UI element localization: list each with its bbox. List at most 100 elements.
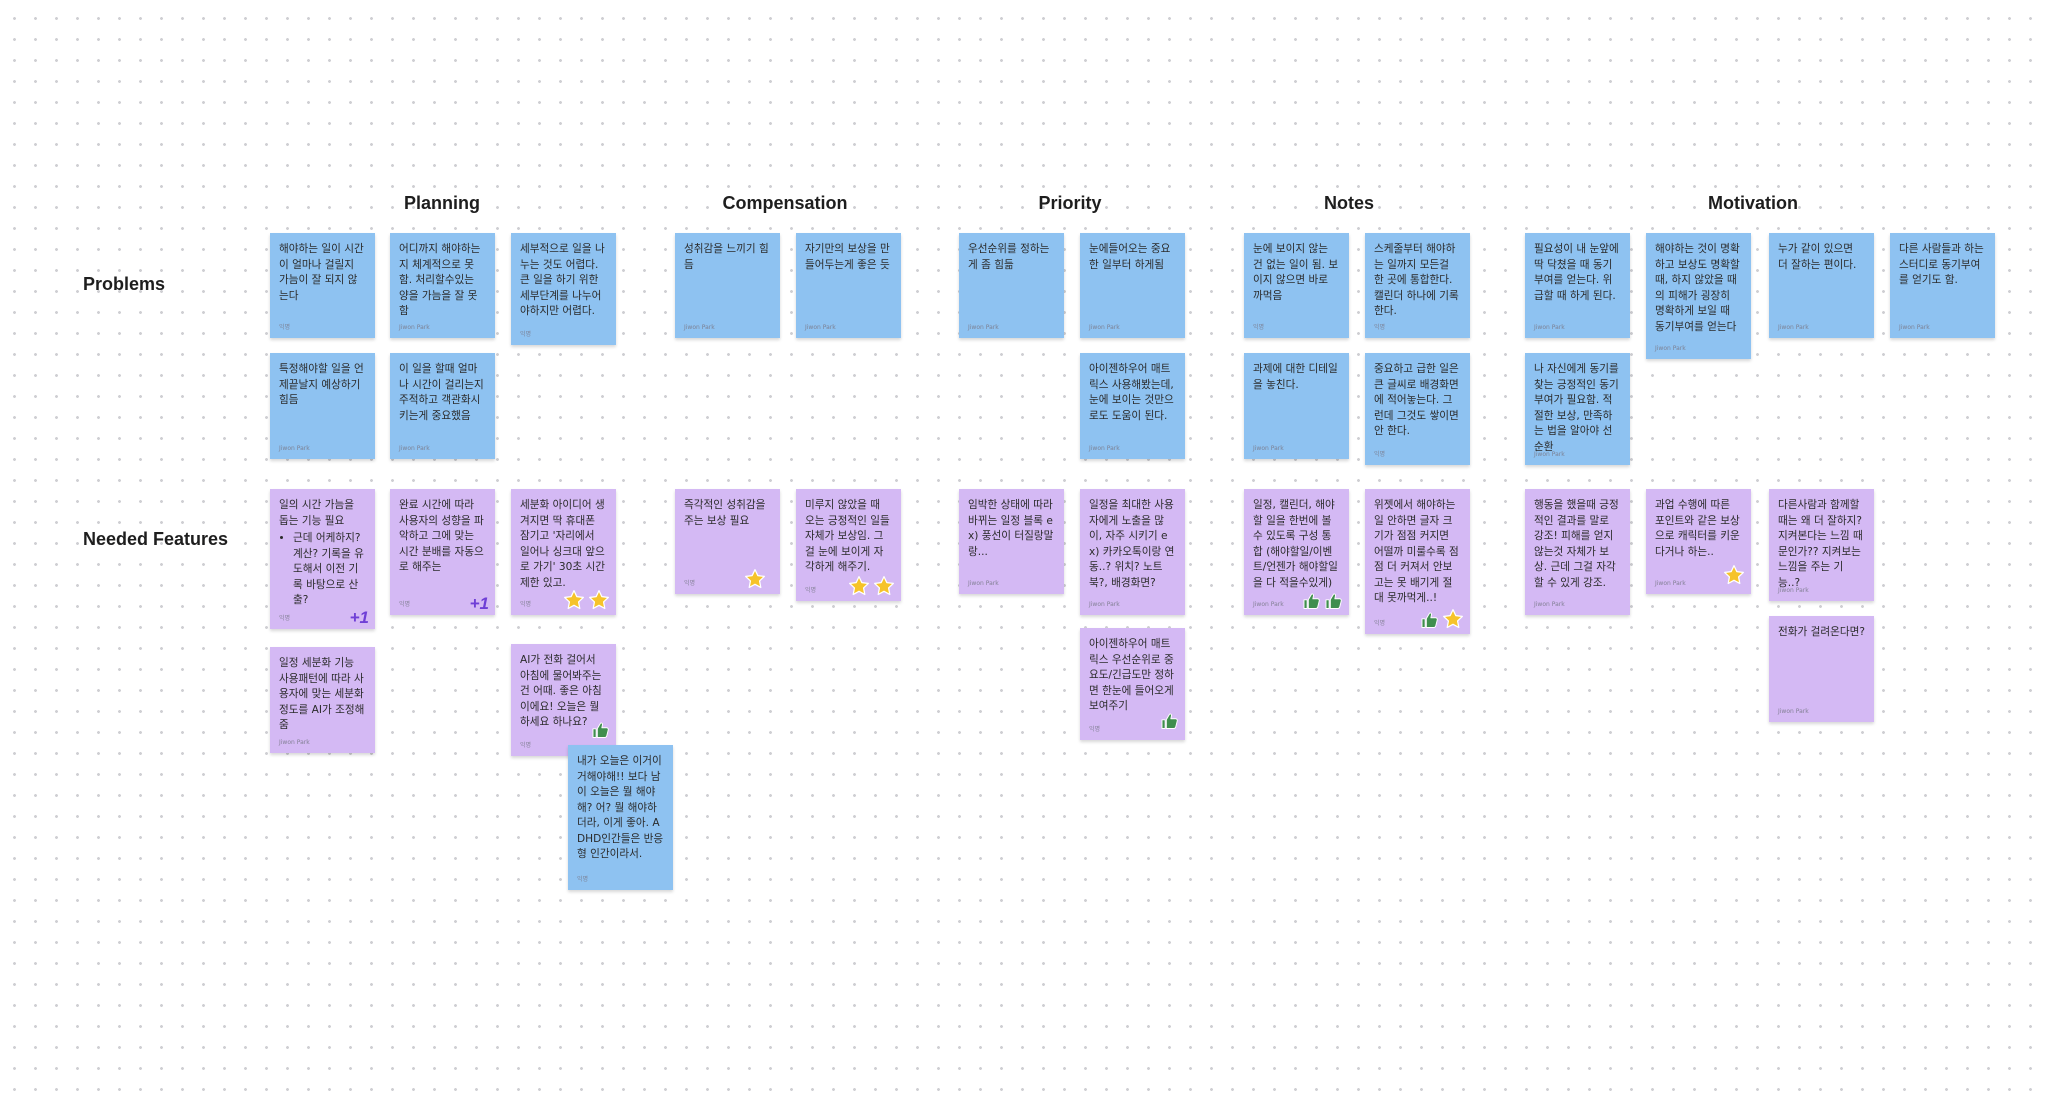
note-text: 성취감을 느끼기 힘듬 [684, 243, 769, 271]
sticky-note[interactable]: 어디까지 해야하는지 체계적으로 못함. 처리할수있는 양을 가늠을 잘 못함 … [390, 233, 495, 338]
note-text: 행동을 했을때 긍정적인 결과를 말로 강조! 피해를 얻지 않는것 자체가 보… [1534, 499, 1619, 589]
star-icon[interactable] [588, 589, 610, 611]
sticky-note[interactable]: 임박한 상태에 따라 바뀌는 일정 블록 ex) 풍선이 터질랑말랑... Ji… [959, 489, 1064, 594]
reactions[interactable] [563, 589, 610, 611]
reactions[interactable]: +1 [349, 607, 369, 627]
note-author: Jiwon Park [1089, 445, 1120, 452]
note-author: 익명 [520, 742, 532, 749]
note-author: Jiwon Park [1253, 445, 1284, 452]
note-text: 중요하고 급한 일은 큰 글씨로 배경화면에 적어놓는다. 그런데 그것도 쌓이… [1374, 363, 1459, 437]
note-bullet-list: 근데 어케하지? 계산? 기록을 유도해서 이전 기록 바탕으로 산출? [279, 531, 366, 609]
note-text: 어디까지 해야하는지 체계적으로 못함. 처리할수있는 양을 가늠을 잘 못함 [399, 243, 481, 317]
sticky-note[interactable]: 나 자신에게 동기를 찾는 긍정적인 동기부여가 필요함. 적절한 보상, 만족… [1525, 353, 1630, 465]
note-author: Jiwon Park [968, 580, 999, 587]
note-text: 세부적으로 일을 나누는 것도 어렵다. 큰 일을 하기 위한 세부단계를 나누… [520, 243, 605, 317]
plus-one-icon[interactable]: +1 [349, 607, 369, 627]
sticky-note[interactable]: 과제에 대한 디테일을 놓친다. Jiwon Park [1244, 353, 1349, 459]
sticky-note[interactable]: 다른사람과 함께할 때는 왜 더 잘하지? 지켜본다는 느낌 때문인가?? 지켜… [1769, 489, 1874, 601]
note-bullet: 근데 어케하지? 계산? 기록을 유도해서 이전 기록 바탕으로 산출? [293, 531, 366, 609]
note-author: 익명 [1089, 726, 1101, 733]
sticky-note[interactable]: 해야하는 일이 시간이 얼마나 걸릴지 가늠이 잘 되지 않는다 익명 [270, 233, 375, 338]
note-text: 특정해야할 일을 언제끝날지 예상하기 힘듬 [279, 363, 364, 406]
sticky-note[interactable]: 세부적으로 일을 나누는 것도 어렵다. 큰 일을 하기 위한 세부단계를 나누… [511, 233, 616, 345]
note-text: 해야하는 일이 시간이 얼마나 걸릴지 가늠이 잘 되지 않는다 [279, 243, 364, 302]
sticky-note[interactable]: 중요하고 급한 일은 큰 글씨로 배경화면에 적어놓는다. 그런데 그것도 쌓이… [1365, 353, 1470, 465]
sticky-note[interactable]: 해야하는 것이 명확하고 보상도 명확할 때, 하지 않았을 때의 피해가 굉장… [1646, 233, 1751, 359]
note-author: Jiwon Park [1899, 324, 1930, 331]
note-text: 즉각적인 성취감을 주는 보상 필요 [684, 499, 766, 527]
reactions[interactable] [591, 720, 610, 740]
reactions[interactable] [1723, 564, 1745, 586]
note-author: Jiwon Park [684, 324, 715, 331]
sticky-note[interactable]: 일의 시간 가늠을 돕는 기능 필요 근데 어케하지? 계산? 기록을 유도해서… [270, 489, 375, 629]
note-text: 필요성이 내 눈앞에 딱 닥쳤을 때 동기부여를 얻는다. 위급할 때 하게 된… [1534, 243, 1619, 302]
note-text: 완료 시간에 따라 사용자의 성향을 파악하고 그에 맞는 시간 분배를 자동으… [399, 499, 484, 573]
column-title-motivation: Motivation [1708, 193, 1798, 213]
sticky-note[interactable]: 이 일을 할때 얼마나 시간이 걸리는지 주적하고 객관화시키는게 중요했음 J… [390, 353, 495, 459]
star-icon[interactable] [1442, 608, 1464, 630]
sticky-note[interactable]: AI가 전화 걸어서 아침에 물어봐주는건 어때. 좋은 아침이에요! 오늘은 … [511, 644, 616, 756]
reactions[interactable] [1160, 711, 1179, 731]
note-text: 과제에 대한 디테일을 놓친다. [1253, 363, 1338, 391]
note-text: 해야하는 것이 명확하고 보상도 명확할 때, 하지 않았을 때의 피해가 굉장… [1655, 243, 1740, 333]
sticky-note[interactable]: 눈에 보이지 않는 건 없는 일이 됨. 보이지 않으면 바로 까먹음 익명 [1244, 233, 1349, 338]
sticky-note[interactable]: 즉각적인 성취감을 주는 보상 필요 익명 [675, 489, 780, 594]
sticky-note[interactable]: 다른 사람들과 하는 스터디로 동기부여를 얻기도 함. Jiwon Park [1890, 233, 1995, 338]
star-icon[interactable] [1723, 564, 1745, 586]
sticky-note[interactable]: 필요성이 내 눈앞에 딱 닥쳤을 때 동기부여를 얻는다. 위급할 때 하게 된… [1525, 233, 1630, 338]
sticky-note[interactable]: 성취감을 느끼기 힘듬 Jiwon Park [675, 233, 780, 338]
sticky-note[interactable]: 전화가 걸려온다면? Jiwon Park [1769, 616, 1874, 722]
sticky-note[interactable]: 누가 같이 있으면 더 잘하는 편이다. Jiwon Park [1769, 233, 1874, 338]
thumbs-up-icon[interactable] [1420, 610, 1439, 630]
thumbs-up-icon[interactable] [1160, 711, 1179, 731]
star-icon[interactable] [563, 589, 585, 611]
thumbs-up-icon[interactable] [1324, 591, 1343, 611]
note-text: 눈에 보이지 않는 건 없는 일이 됨. 보이지 않으면 바로 까먹음 [1253, 243, 1339, 302]
thumbs-up-icon[interactable] [1302, 591, 1321, 611]
note-text: 일의 시간 가늠을 돕는 기능 필요 [279, 499, 354, 527]
sticky-note[interactable]: 스케줄부터 해야하는 일까지 모든걸 한 곳에 통합한다. 캘린더 하나에 기록… [1365, 233, 1470, 338]
sticky-note[interactable]: 일정, 캘린더, 해야할 일을 한번에 볼 수 있도록 구성 통합 (해야할일/… [1244, 489, 1349, 615]
sticky-note[interactable]: 일정을 최대한 사용자에게 노출을 많이, 자주 시키기 ex) 카카오톡이랑 … [1080, 489, 1185, 615]
sticky-note[interactable]: 자기만의 보상을 만들어두는게 좋은 듯 Jiwon Park [796, 233, 901, 338]
reactions[interactable] [848, 575, 895, 597]
note-text: 아이젠하우어 매트릭스 사용해봤는데, 눈에 보이는 것만으로도 도움이 된다. [1089, 363, 1174, 422]
note-author: Jiwon Park [1778, 324, 1809, 331]
note-author: Jiwon Park [1534, 324, 1565, 331]
sticky-note[interactable]: 과업 수행에 따른 포인트와 같은 보상으로 캐릭터를 키운다거나 하는.. J… [1646, 489, 1751, 594]
column-title-compensation: Compensation [722, 193, 848, 213]
note-author: 익명 [577, 876, 589, 883]
plus-one-icon[interactable]: +1 [469, 593, 489, 613]
sticky-note[interactable]: 우선순위를 정하는 게 좀 힘듦 Jiwon Park [959, 233, 1064, 338]
reactions[interactable] [744, 568, 766, 590]
column-title-priority: Priority [1038, 193, 1102, 213]
note-author: 익명 [1374, 451, 1386, 458]
sticky-note[interactable]: 특정해야할 일을 언제끝날지 예상하기 힘듬 Jiwon Park [270, 353, 375, 459]
star-icon[interactable] [848, 575, 870, 597]
note-text: 다른 사람들과 하는 스터디로 동기부여를 얻기도 함. [1899, 243, 1984, 286]
sticky-note[interactable]: 위젯에서 해야하는 일 안하면 글자 크기가 점점 커지면 어떨까 미룰수록 점… [1365, 489, 1470, 634]
reactions[interactable]: +1 [469, 593, 489, 613]
note-author: 익명 [805, 587, 817, 594]
note-text: 이 일을 할때 얼마나 시간이 걸리는지 주적하고 객관화시키는게 중요했음 [399, 363, 484, 422]
column-title-notes: Notes [1323, 193, 1374, 213]
sticky-note[interactable]: 아이젠하우어 매트릭스 우선순위로 중요도/긴급도만 정하면 한눈에 들어오게 … [1080, 628, 1185, 740]
sticky-note[interactable]: 행동을 했을때 긍정적인 결과를 말로 강조! 피해를 얻지 않는것 자체가 보… [1525, 489, 1630, 615]
sticky-note[interactable]: 완료 시간에 따라 사용자의 성향을 파악하고 그에 맞는 시간 분배를 자동으… [390, 489, 495, 615]
star-icon[interactable] [873, 575, 895, 597]
note-text: 누가 같이 있으면 더 잘하는 편이다. [1778, 243, 1857, 271]
sticky-note[interactable]: 아이젠하우어 매트릭스 사용해봤는데, 눈에 보이는 것만으로도 도움이 된다.… [1080, 353, 1185, 459]
sticky-note[interactable]: 미루지 않았을 때 오는 긍정적인 일들 자체가 보상임. 그걸 눈에 보이게 … [796, 489, 901, 601]
sticky-note[interactable]: 내가 오늘은 이거이거해야해!! 보다 남이 오늘은 뭘 해야해? 어? 뭘 해… [568, 745, 673, 890]
sticky-note[interactable]: 일정 세분화 기능 사용패턴에 따라 사용자에 맞는 세분화 정도를 AI가 조… [270, 647, 375, 753]
sticky-note[interactable]: 세분화 아이디어 생겨지면 딱 휴대폰 잠기고 '자리에서 일어나 싱크대 앞으… [511, 489, 616, 615]
thumbs-up-icon[interactable] [591, 720, 610, 740]
reactions[interactable] [1420, 608, 1464, 630]
star-icon[interactable] [744, 568, 766, 590]
note-text: 눈에들어오는 중요한 일부터 하게됨 [1089, 243, 1171, 271]
note-text: 일정 세분화 기능 사용패턴에 따라 사용자에 맞는 세분화 정도를 AI가 조… [279, 657, 365, 731]
reactions[interactable] [1302, 591, 1343, 611]
sticky-note[interactable]: 눈에들어오는 중요한 일부터 하게됨 Jiwon Park [1080, 233, 1185, 338]
note-text: 우선순위를 정하는 게 좀 힘듦 [968, 243, 1050, 271]
